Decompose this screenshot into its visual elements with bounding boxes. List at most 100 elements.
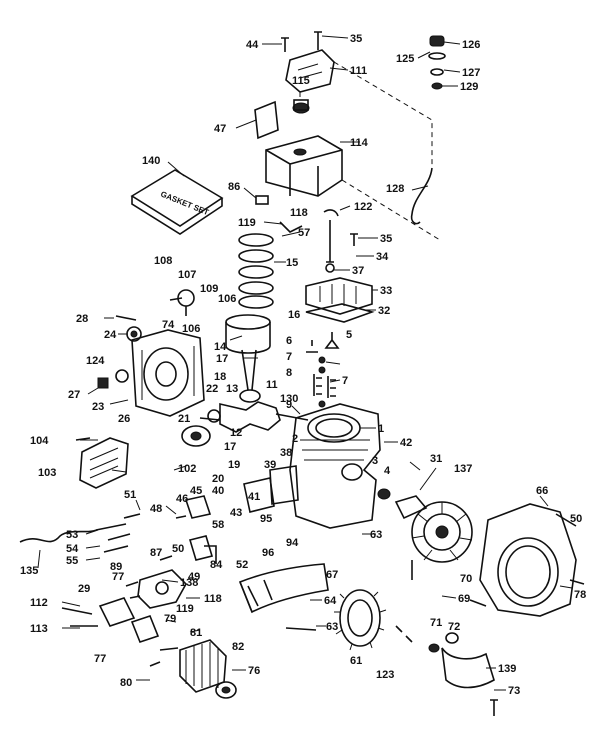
callout-57: 57 — [298, 227, 310, 239]
callout-33: 33 — [380, 285, 392, 297]
callout-124: 124 — [86, 355, 105, 367]
callout-76: 76 — [248, 665, 260, 677]
callout-1: 1 — [378, 423, 384, 435]
callout-19: 19 — [228, 459, 240, 471]
callout-129: 129 — [460, 81, 478, 93]
callout-89: 89 — [110, 561, 122, 573]
callout-5: 5 — [346, 329, 352, 341]
callout-138: 138 — [180, 577, 198, 589]
callout-86: 86 — [228, 181, 240, 193]
callout-20: 20 — [212, 473, 224, 485]
callout-4: 4 — [384, 465, 391, 477]
callout-80: 80 — [120, 677, 132, 689]
callout-52: 52 — [236, 559, 248, 571]
crankcase-cover-group — [97, 289, 205, 417]
callout-14: 14 — [214, 341, 227, 353]
callout-73: 73 — [508, 685, 520, 697]
callout-49: 49 — [188, 571, 200, 583]
callout-127: 127 — [462, 67, 480, 79]
callout-labels: 44 35 111 115 47 114 125 126 127 129 140… — [20, 33, 586, 697]
callout-55: 55 — [66, 555, 78, 567]
callout-109: 109 — [200, 283, 218, 295]
callout-69: 69 — [458, 593, 470, 605]
callout-111: 111 — [350, 65, 367, 77]
callout-17: 17 — [216, 353, 228, 365]
gasket-set-box-label: GASKET SET — [159, 190, 210, 218]
callout-46: 46 — [176, 493, 188, 505]
callout-37: 37 — [352, 265, 364, 277]
callout-38: 38 — [280, 447, 292, 459]
callout-16: 16 — [288, 309, 300, 321]
callout-77: 77 — [112, 571, 124, 583]
piston-group — [181, 233, 309, 447]
callout-119: 119 — [238, 217, 256, 229]
callout-118b: 118 — [204, 593, 222, 605]
callout-43: 43 — [230, 507, 242, 519]
callout-66: 66 — [536, 485, 548, 497]
callout-17b: 17 — [224, 441, 236, 453]
ignition-group — [395, 599, 498, 716]
callout-104: 104 — [30, 435, 49, 447]
callout-79: 79 — [164, 613, 176, 625]
callout-7: 7 — [286, 351, 292, 363]
callout-34: 34 — [376, 251, 389, 263]
callout-106: 106 — [218, 293, 236, 305]
callout-35: 35 — [350, 33, 362, 45]
callout-112: 112 — [30, 597, 48, 609]
callout-107: 107 — [178, 269, 196, 281]
callout-77b: 77 — [94, 653, 106, 665]
flywheel-group — [394, 495, 473, 580]
callout-128: 128 — [386, 183, 404, 195]
callout-106b: 106 — [182, 323, 200, 335]
callout-24: 24 — [104, 329, 117, 341]
callout-22: 22 — [206, 383, 218, 395]
callout-27: 27 — [68, 389, 80, 401]
callout-58: 58 — [212, 519, 224, 531]
callout-87: 87 — [150, 547, 162, 559]
callout-50: 50 — [570, 513, 582, 525]
callout-41: 41 — [248, 491, 260, 503]
callout-135: 135 — [20, 565, 38, 577]
callout-32: 32 — [378, 305, 390, 317]
blower-housing-group — [479, 503, 585, 617]
callout-137: 137 — [454, 463, 472, 475]
callout-2: 2 — [292, 433, 298, 445]
callout-125: 125 — [396, 53, 414, 65]
callout-54: 54 — [66, 543, 79, 555]
callout-119b: 119 — [176, 603, 194, 615]
callout-28: 28 — [76, 313, 88, 325]
callout-113: 113 — [30, 623, 48, 635]
callout-123: 123 — [376, 669, 394, 681]
callout-122: 122 — [354, 201, 372, 213]
callout-18: 18 — [214, 371, 226, 383]
callout-130: 130 — [280, 393, 298, 405]
callout-140: 140 — [142, 155, 160, 167]
callout-118: 118 — [290, 207, 308, 219]
callout-63: 63 — [370, 529, 382, 541]
callout-51: 51 — [124, 489, 136, 501]
callout-21: 21 — [178, 413, 190, 425]
callout-63b: 63 — [326, 621, 338, 633]
callout-82: 82 — [232, 641, 244, 653]
callout-3: 3 — [372, 455, 378, 467]
air-cleaner-group — [75, 437, 129, 489]
callout-42: 42 — [400, 437, 412, 449]
callout-15: 15 — [286, 257, 298, 269]
callout-114: 114 — [350, 137, 369, 149]
callout-8: 8 — [286, 367, 292, 379]
callout-81: 81 — [190, 627, 202, 639]
callout-39: 39 — [264, 459, 276, 471]
callout-35b: 35 — [380, 233, 392, 245]
callout-115: 115 — [292, 75, 310, 87]
callout-95: 95 — [260, 513, 272, 525]
callout-84: 84 — [210, 559, 223, 571]
callout-102: 102 — [178, 463, 196, 475]
callout-31: 31 — [430, 453, 442, 465]
callout-71: 71 — [430, 617, 442, 629]
callout-64: 64 — [324, 595, 337, 607]
callout-6: 6 — [286, 335, 292, 347]
callout-61: 61 — [350, 655, 362, 667]
callout-13: 13 — [226, 383, 238, 395]
callout-44: 44 — [246, 39, 259, 51]
callout-29: 29 — [78, 583, 90, 595]
